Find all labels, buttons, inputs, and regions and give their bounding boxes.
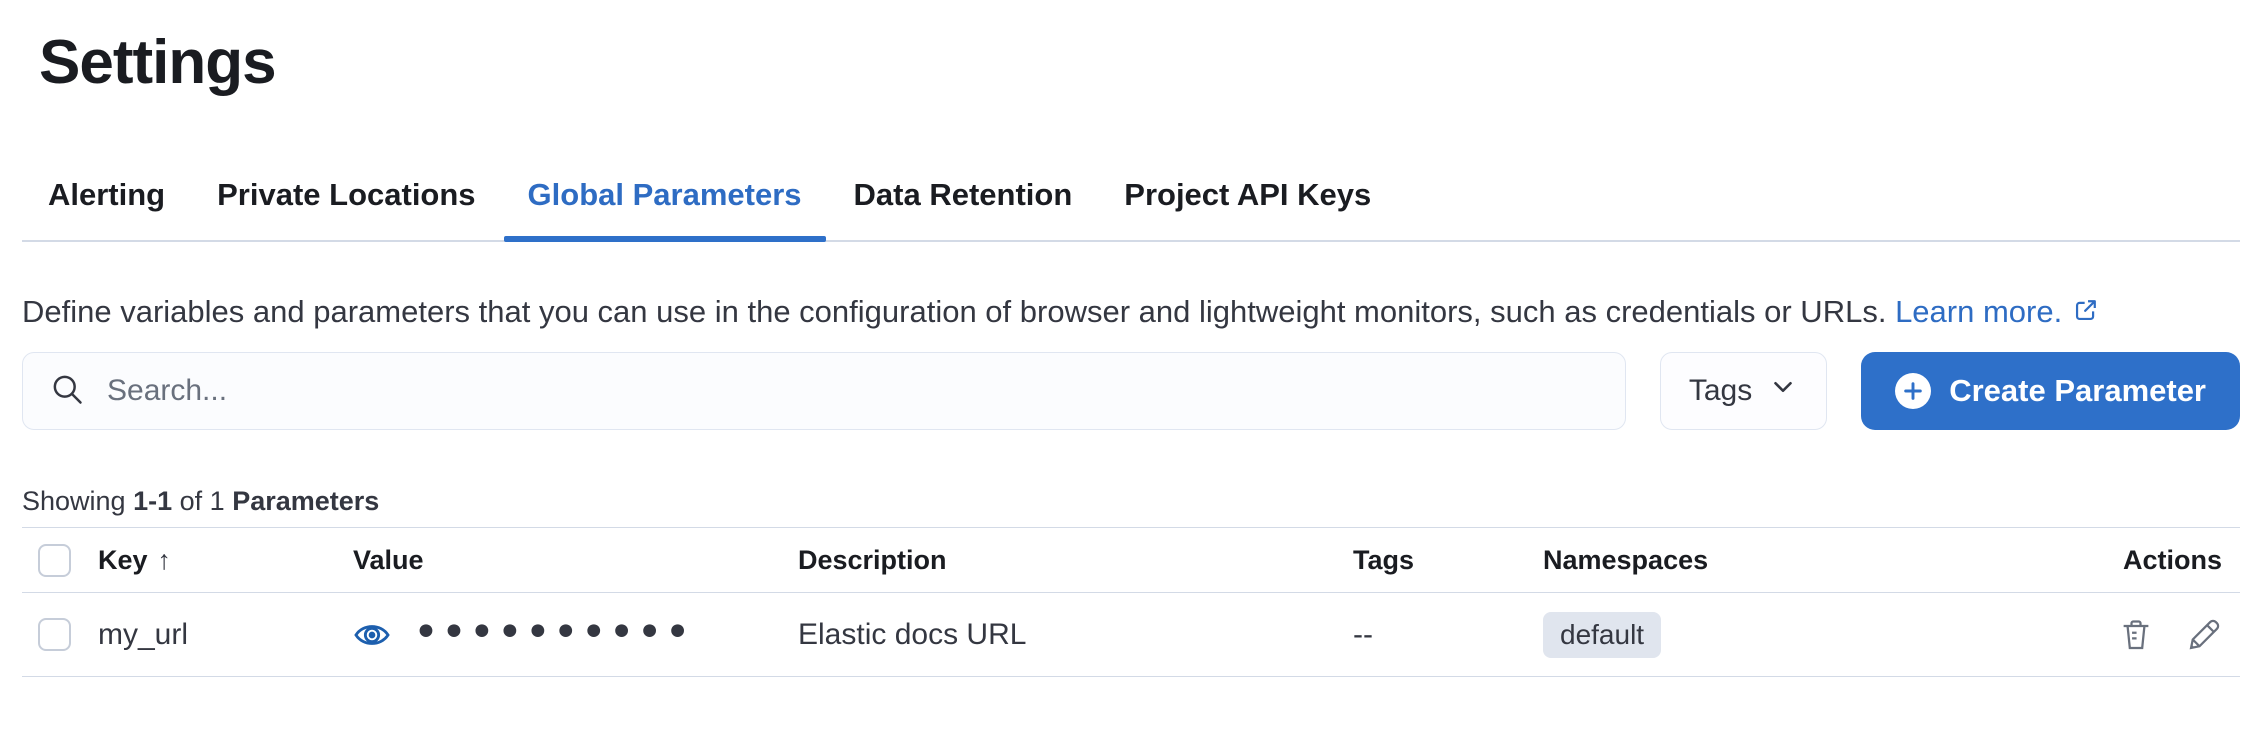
- parameter-tags: --: [1353, 617, 1373, 651]
- column-description-label: Description: [798, 544, 947, 575]
- settings-page: Settings Alerting Private Locations Glob…: [0, 26, 2262, 754]
- summary-range: 1-1: [133, 486, 173, 516]
- results-summary: Showing 1-1 of 1 Parameters: [22, 484, 2240, 518]
- create-parameter-button[interactable]: Create Parameter: [1861, 352, 2240, 430]
- value-cell: ••••••••••: [337, 606, 782, 658]
- tags-filter-button[interactable]: Tags: [1659, 352, 1828, 430]
- column-header-namespaces: Namespaces: [1527, 545, 1982, 576]
- namespaces-cell: default: [1527, 611, 1982, 658]
- tab-project-api-keys[interactable]: Project API Keys: [1124, 177, 1372, 212]
- settings-tabs: Alerting Private Locations Global Parame…: [22, 176, 2240, 242]
- column-header-tags: Tags: [1337, 545, 1527, 576]
- search-box: [22, 352, 1626, 430]
- eye-icon[interactable]: [353, 616, 391, 654]
- namespace-badge: default: [1543, 611, 1662, 658]
- tab-data-retention[interactable]: Data Retention: [853, 177, 1073, 212]
- table-header-row: Key ↑ Value Description Tags Namespaces …: [22, 527, 2240, 593]
- actions-cell: [1982, 617, 2240, 653]
- description-text: Define variables and parameters that you…: [22, 294, 1887, 329]
- select-all-checkbox[interactable]: [38, 543, 71, 577]
- column-actions-label: Actions: [2122, 544, 2222, 575]
- delete-icon[interactable]: [2118, 617, 2154, 653]
- tab-alerting[interactable]: Alerting: [48, 177, 166, 212]
- parameters-toolbar: Tags Create Parameter: [22, 352, 2240, 430]
- external-link-icon: [2072, 290, 2099, 321]
- parameters-table: Key ↑ Value Description Tags Namespaces …: [22, 527, 2240, 677]
- create-parameter-label: Create Parameter: [1949, 373, 2206, 408]
- sort-ascending-icon: ↑: [157, 544, 172, 575]
- parameter-key: my_url: [98, 617, 189, 651]
- learn-more-label: Learn more.: [1895, 294, 2063, 329]
- tab-global-parameters[interactable]: Global Parameters: [502, 176, 828, 242]
- column-value-label: Value: [353, 544, 424, 575]
- row-checkbox[interactable]: [38, 618, 71, 651]
- search-icon: [49, 371, 85, 412]
- summary-entity: Parameters: [232, 486, 380, 516]
- key-cell: my_url: [82, 618, 337, 652]
- column-header-value: Value: [337, 545, 782, 576]
- summary-connector: of 1: [179, 486, 225, 516]
- table-row: my_url •••••••••• Elastic docs URL -- de…: [22, 593, 2240, 677]
- search-input[interactable]: [107, 374, 1615, 408]
- column-key-label: Key: [98, 544, 148, 575]
- tags-cell: --: [1337, 618, 1527, 652]
- chevron-down-icon: [1768, 372, 1798, 410]
- column-header-key[interactable]: Key ↑: [82, 545, 337, 576]
- tags-filter-label: Tags: [1688, 374, 1753, 407]
- masked-value: ••••••••••: [413, 606, 693, 658]
- description-cell: Elastic docs URL: [782, 618, 1337, 652]
- summary-prefix: Showing: [22, 486, 126, 516]
- page-title: Settings: [39, 28, 277, 97]
- row-checkbox-cell: [22, 618, 82, 651]
- tab-private-locations[interactable]: Private Locations: [217, 177, 476, 212]
- edit-icon[interactable]: [2186, 617, 2222, 653]
- header-checkbox-cell: [22, 543, 82, 577]
- plus-in-circle-icon: [1895, 373, 1932, 409]
- learn-more-link[interactable]: Learn more.: [1895, 294, 2099, 329]
- column-tags-label: Tags: [1353, 544, 1415, 575]
- column-header-actions: Actions: [1982, 545, 2240, 576]
- page-description: Define variables and parameters that you…: [22, 288, 2240, 336]
- column-header-description: Description: [782, 545, 1337, 576]
- column-namespaces-label: Namespaces: [1543, 544, 1709, 575]
- parameter-description: Elastic docs URL: [798, 617, 1027, 651]
